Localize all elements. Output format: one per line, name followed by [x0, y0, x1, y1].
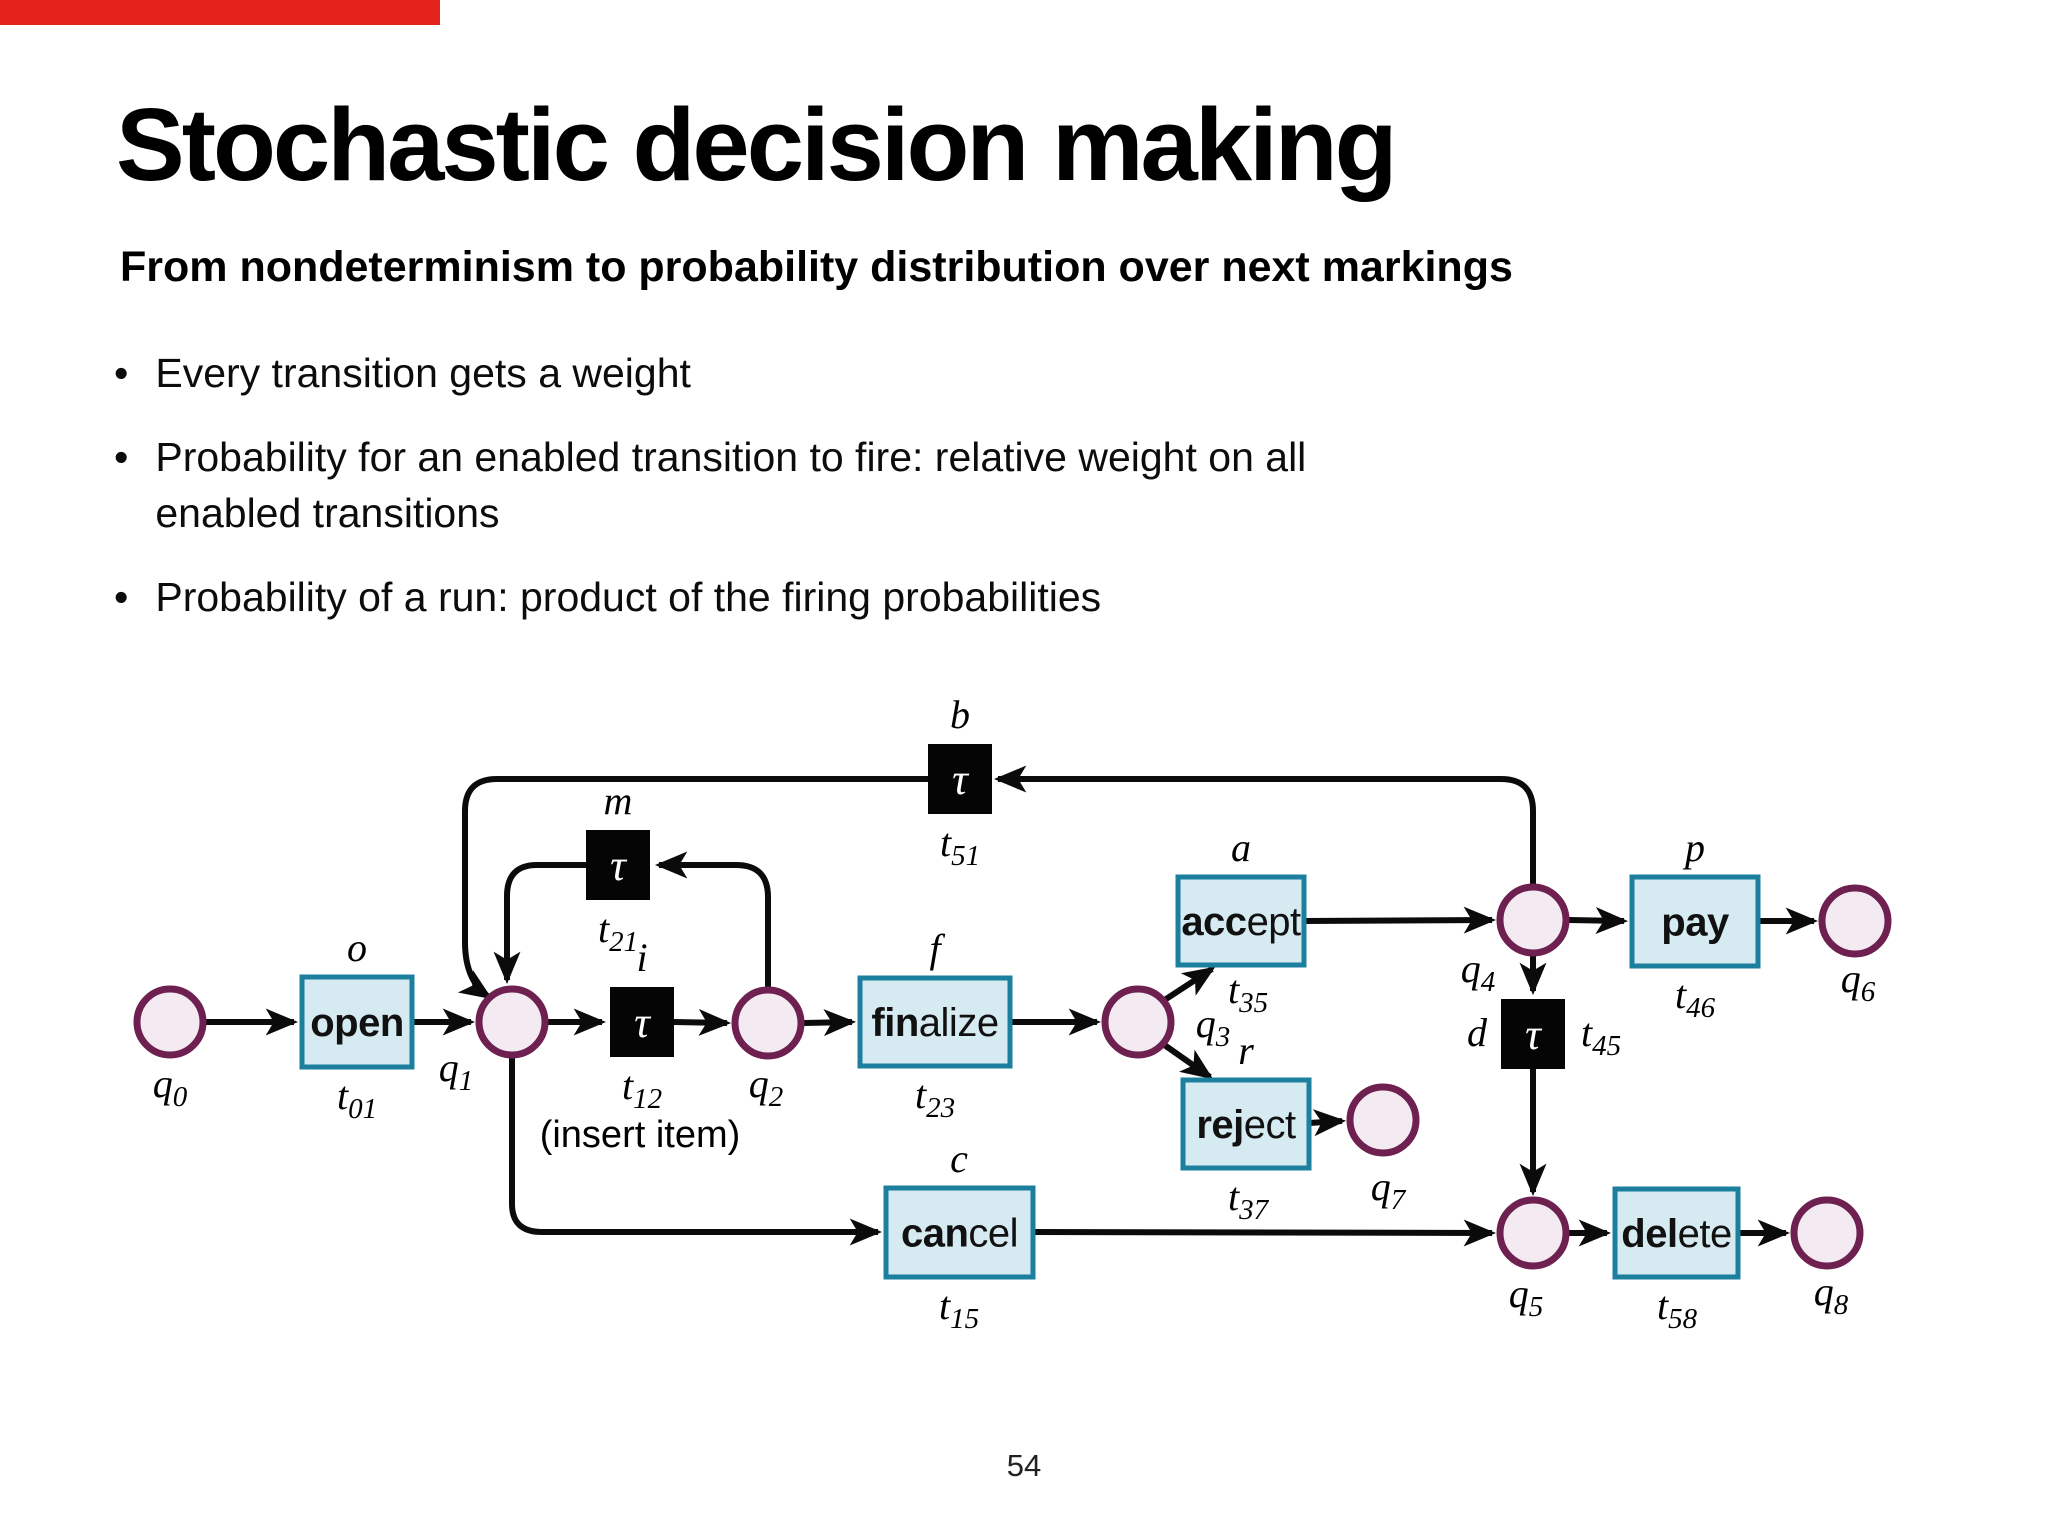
bullet-glyph: •: [114, 434, 129, 480]
name-label-t21: t21: [598, 906, 638, 958]
note-label-t12: (insert item): [540, 1114, 741, 1156]
transition-pay: [1629, 874, 1761, 969]
letter-label-t45: d: [1467, 1010, 1488, 1055]
transition-open: [299, 974, 415, 1070]
letter-label-reject: r: [1238, 1028, 1254, 1073]
place-label-q4: q4: [1461, 946, 1496, 998]
place-label-q6: q6: [1841, 956, 1876, 1008]
transition-finalize: [857, 975, 1013, 1069]
place-q8: [1790, 1196, 1864, 1270]
place-q2: [731, 986, 805, 1060]
letter-label-cancel: c: [950, 1136, 968, 1181]
name-label-finalize: t23: [915, 1072, 955, 1124]
letter-label-finalize: f: [929, 926, 945, 971]
letter-label-accept: a: [1231, 825, 1251, 870]
arc-t21-q1: [493, 862, 586, 985]
letter-label-pay: p: [1682, 825, 1705, 870]
transition-reject: [1180, 1077, 1312, 1171]
transition-label-accept: accept: [1181, 900, 1301, 944]
place-label-q0: q0: [153, 1061, 188, 1113]
name-label-pay: t46: [1675, 972, 1716, 1024]
tau-symbol-t21: τ: [610, 841, 628, 890]
name-label-open: t01: [337, 1073, 377, 1125]
arc-t12-q2: [673, 1008, 732, 1036]
name-label-accept: t35: [1228, 967, 1268, 1019]
place-q7: [1346, 1083, 1420, 1157]
letter-label-t12: i: [636, 935, 647, 980]
letter-label-t51: b: [950, 692, 970, 737]
arc-accept-q4: [1303, 906, 1497, 934]
transition-label-finalize: finalize: [871, 1001, 998, 1045]
bullet-text: Probability of a run: product of the fir…: [155, 574, 1102, 620]
page-number: 54: [1006, 1448, 1042, 1483]
bullet-glyph: •: [114, 350, 129, 396]
name-label-delete: t58: [1657, 1283, 1698, 1335]
arc-q1-cancel: [509, 1058, 883, 1246]
place-label-q1: q1: [439, 1045, 474, 1097]
transition-accept: [1175, 874, 1307, 968]
name-label-cancel: t15: [939, 1283, 979, 1335]
name-label-t12: t12: [622, 1063, 662, 1115]
arc-q3-reject: [1161, 1041, 1214, 1080]
name-label-t45: t45: [1581, 1010, 1621, 1062]
arc-t51-q1: [457, 776, 928, 1000]
bullet-text: Probability for an enabled transition to…: [155, 434, 1307, 536]
name-label-t51: t51: [940, 820, 980, 872]
place-q4: [1496, 883, 1570, 957]
bullet-item: • Every transition gets a weight: [114, 345, 1614, 401]
bullet-text: Every transition gets a weight: [155, 350, 691, 396]
transition-delete: [1612, 1186, 1741, 1280]
arc-q4-pay: [1568, 906, 1629, 934]
arc-q3-accept: [1161, 966, 1216, 1004]
slide-subtitle: From nondeterminism to probability distr…: [120, 243, 1513, 291]
place-label-q3: q3: [1196, 1001, 1231, 1053]
place-q1: [475, 985, 549, 1059]
place-label-q2: q2: [749, 1061, 784, 1113]
silent-transition-t51: [928, 744, 992, 814]
place-q6: [1818, 884, 1892, 958]
red-bar: [0, 0, 440, 25]
arc-cancel-q5: [1032, 1219, 1497, 1247]
transition-label-pay: pay: [1661, 901, 1730, 945]
tau-symbol-t12: τ: [634, 998, 652, 1047]
place-label-q7: q7: [1371, 1164, 1407, 1216]
bullet-item: • Probability of a run: product of the f…: [114, 569, 1614, 625]
place-q0: [133, 985, 207, 1059]
silent-transition-t21: [586, 830, 650, 900]
arc-q4-t51: [993, 765, 1536, 884]
letter-label-t21: m: [604, 778, 633, 823]
arc-q2-finalize: [803, 1009, 857, 1037]
tau-symbol-t45: τ: [1525, 1010, 1543, 1059]
name-label-reject: t37: [1228, 1174, 1270, 1226]
bullet-list: • Every transition gets a weight • Proba…: [114, 345, 1614, 653]
letter-label-open: o: [347, 925, 367, 970]
slide-title: Stochastic decision making: [116, 87, 1398, 202]
place-q3: [1101, 985, 1175, 1059]
silent-transition-t12: [610, 987, 674, 1057]
place-label-q5: q5: [1509, 1271, 1544, 1323]
arc-reject-q7: [1308, 1109, 1347, 1137]
bullet-glyph: •: [114, 574, 129, 620]
transition-label-open: open: [310, 1001, 404, 1045]
transition-label-reject: reject: [1196, 1103, 1296, 1147]
bullet-item: • Probability for an enabled transition …: [114, 429, 1614, 541]
place-label-q8: q8: [1814, 1269, 1849, 1321]
place-q5: [1496, 1196, 1570, 1270]
arc-q2-t21: [654, 851, 771, 987]
transition-cancel: [883, 1185, 1036, 1280]
transition-label-delete: delete: [1621, 1212, 1731, 1256]
silent-transition-t45: [1501, 999, 1565, 1069]
tau-symbol-t51: τ: [952, 755, 970, 804]
transition-label-cancel: cancel: [901, 1212, 1018, 1256]
